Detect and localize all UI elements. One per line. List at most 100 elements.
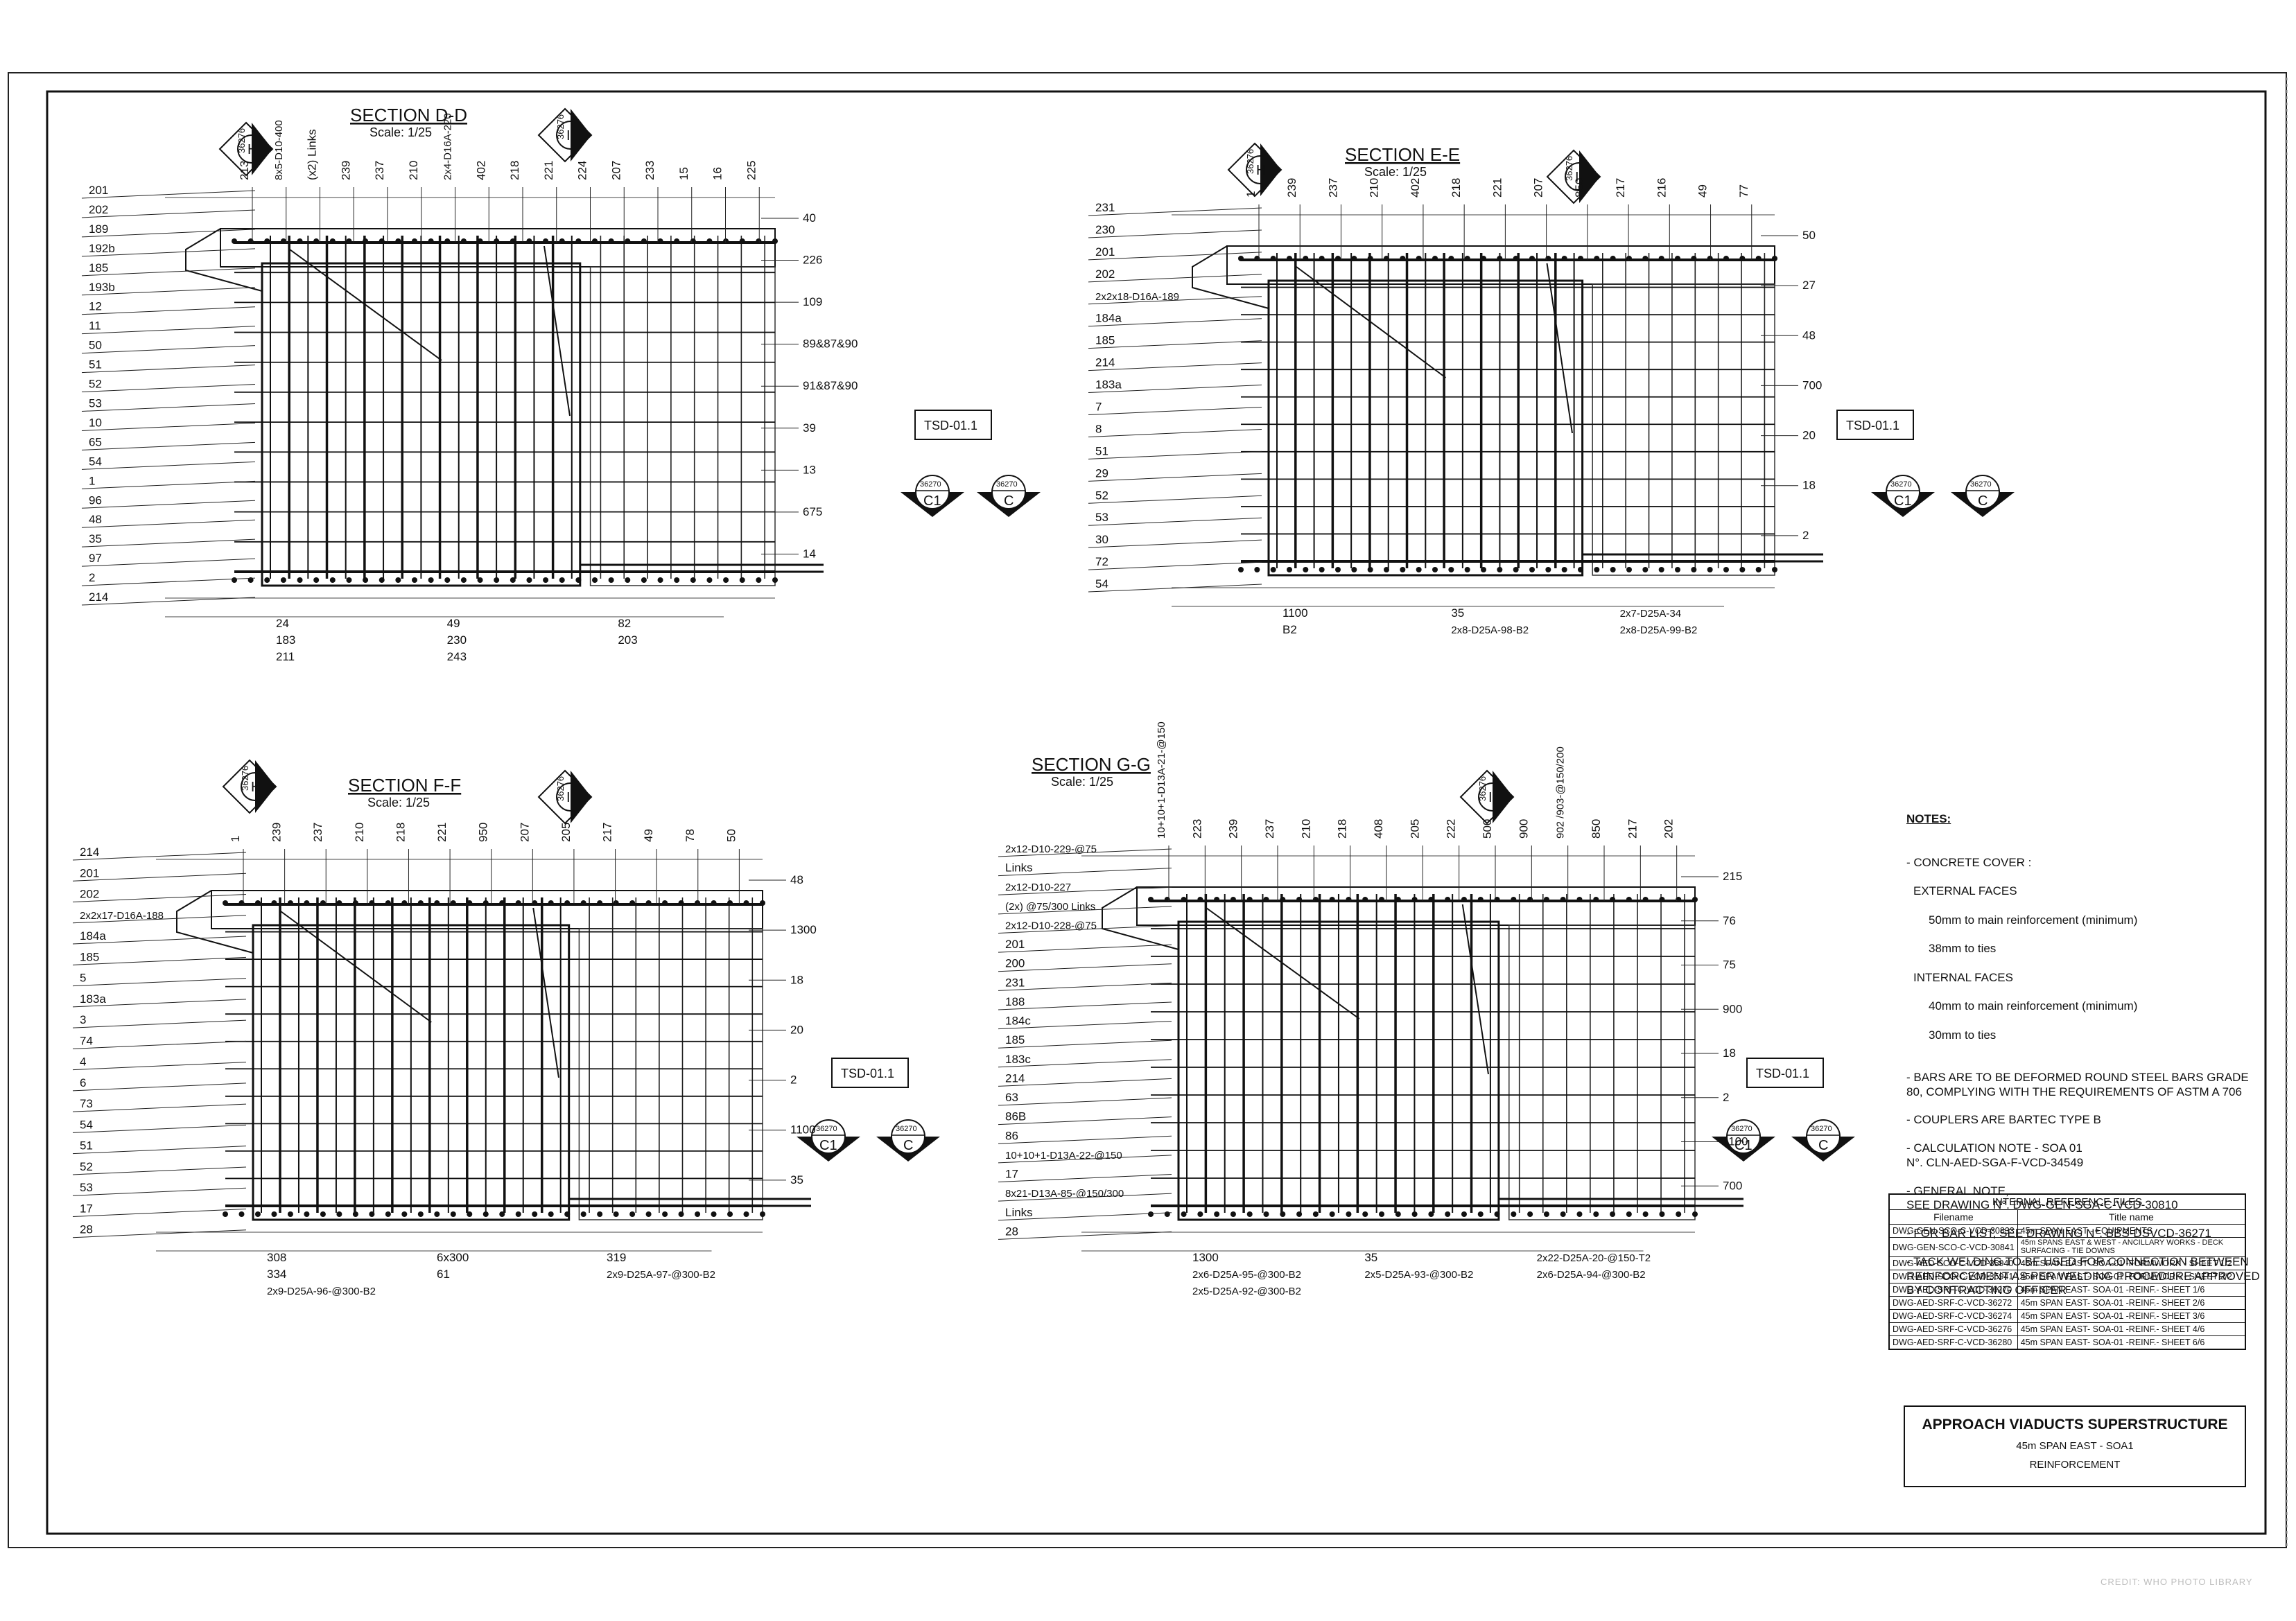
bar-section-dot <box>548 1211 554 1217</box>
section-scale: Scale: 1/25 <box>369 125 432 139</box>
bar-section-dot <box>417 1211 424 1217</box>
leader-line <box>998 1231 1172 1240</box>
bar-section-dot <box>1362 1211 1368 1217</box>
bar-mark-label: 207 <box>518 823 531 842</box>
bar-section-dot <box>559 577 565 583</box>
bar-section-dot <box>1230 897 1236 902</box>
bar-section-dot <box>1723 567 1729 572</box>
bar-mark-label: 334 <box>267 1268 286 1281</box>
bar-section-dot <box>232 577 237 583</box>
leader-line <box>72 1208 247 1217</box>
bar-mark-label: 18 <box>790 973 803 986</box>
bar-mark-label: 223 <box>1190 819 1203 839</box>
bar-section-dot <box>1263 1211 1269 1217</box>
bar-section-dot <box>641 577 647 583</box>
title-cell: 45m SPAN EAST- SOA-01 -REINF.- SHEET 1/6 <box>2017 1283 2246 1297</box>
bar-section-dot <box>304 1211 310 1217</box>
bar-mark-label: 185 <box>1095 334 1115 347</box>
bar-mark-label: 230 <box>1095 223 1115 236</box>
bar-section-dot <box>1692 1211 1698 1217</box>
bar-mark-label: (2x) @75/300 Links <box>1005 901 1095 913</box>
bar-mark-label: 54 <box>80 1118 93 1131</box>
leader-line <box>81 209 256 218</box>
bar-mark-label: 28 <box>80 1223 93 1236</box>
bar-section-dot <box>1197 897 1203 902</box>
bar-section-dot <box>434 900 440 906</box>
section-scale: Scale: 1/25 <box>1051 775 1113 789</box>
bar-section-dot <box>1164 897 1170 902</box>
bar-section-dot <box>706 577 713 583</box>
bar-section-dot <box>1395 1211 1401 1217</box>
marker-arrow <box>1579 150 1600 203</box>
leader-line <box>81 326 256 335</box>
bar-mark-label: 48 <box>790 873 803 886</box>
note-bars: - BARS ARE TO BE DEFORMED ROUND STEEL BA… <box>1906 1071 2249 1098</box>
bar-section-dot <box>564 1211 571 1217</box>
bar-section-dot <box>575 238 582 244</box>
leader-line <box>998 982 1172 991</box>
bar-section-dot <box>662 1211 668 1217</box>
bar-section-dot <box>723 238 729 244</box>
bar-section-dot <box>1164 1211 1170 1217</box>
bar-mark-label: 700 <box>1723 1179 1742 1192</box>
drawing-subtitle: 45m SPAN EAST - SOA1 <box>2016 1440 2134 1452</box>
bar-section-dot <box>1329 1211 1335 1217</box>
bar-mark-label: 202 <box>1662 819 1676 839</box>
bar-section-dot <box>1707 567 1713 572</box>
table-caption: INTERNAL REFERENCE FILES <box>1888 1193 2246 1210</box>
bar-mark-label: 91&87&90 <box>803 379 858 392</box>
bar-section-dot <box>711 900 717 906</box>
haunch-bar <box>1461 904 1489 1075</box>
leader-line <box>81 268 256 277</box>
bar-section-dot <box>1513 567 1519 572</box>
bar-section-dot <box>395 238 401 244</box>
void-outline <box>578 928 763 1220</box>
bar-mark-label: 78 <box>684 829 697 842</box>
leader-line <box>81 558 256 567</box>
bar-mark-label: 210 <box>1299 819 1312 839</box>
bar-section-dot <box>1432 567 1438 572</box>
bar-section-dot <box>711 1211 717 1217</box>
bar-section-dot <box>1428 897 1434 902</box>
bar-mark-label: 183a <box>1095 378 1122 392</box>
bar-mark-label: 40 <box>803 211 816 225</box>
haunch-bar <box>280 911 432 1023</box>
leader-line <box>998 1040 1172 1049</box>
bar-section-dot <box>1448 567 1454 572</box>
bar-mark-label: 221 <box>1490 178 1504 198</box>
leader-line <box>1088 517 1262 526</box>
note-calculation: - CALCULATION NOTE - SOA 01 N°. CLN-AED-… <box>1906 1141 2084 1169</box>
leader-line <box>1088 495 1262 504</box>
bar-mark-label: 86B <box>1005 1110 1026 1123</box>
bar-mark-label: 185 <box>1005 1033 1025 1046</box>
bar-section-dot <box>1400 256 1406 261</box>
bar-mark-label: 210 <box>407 161 420 180</box>
bar-section-dot <box>592 577 598 583</box>
bar-section-dot <box>1379 1211 1385 1217</box>
bar-section-dot <box>428 238 434 244</box>
bar-section-dot <box>1676 1211 1682 1217</box>
bar-mark-label: 231 <box>1005 976 1025 989</box>
bar-section-dot <box>1416 567 1422 572</box>
bar-mark-label: 210 <box>353 823 366 842</box>
bar-section-dot <box>1594 256 1600 261</box>
bar-section-dot <box>625 577 631 583</box>
bar-section-dot <box>1181 1211 1187 1217</box>
bar-section-dot <box>608 577 614 583</box>
leader-line <box>998 906 1172 915</box>
bar-section-dot <box>695 900 701 906</box>
leader-line <box>81 422 256 431</box>
bar-mark-label: 2x12-D10-228-@75 <box>1005 920 1097 931</box>
bar-mark-label: 308 <box>267 1251 286 1264</box>
bar-mark-label: 2 <box>790 1074 797 1087</box>
leader-line <box>72 956 247 965</box>
bar-section-dot <box>760 900 765 906</box>
tsd-tag-box <box>914 410 992 440</box>
bar-section-dot <box>1543 1211 1549 1217</box>
